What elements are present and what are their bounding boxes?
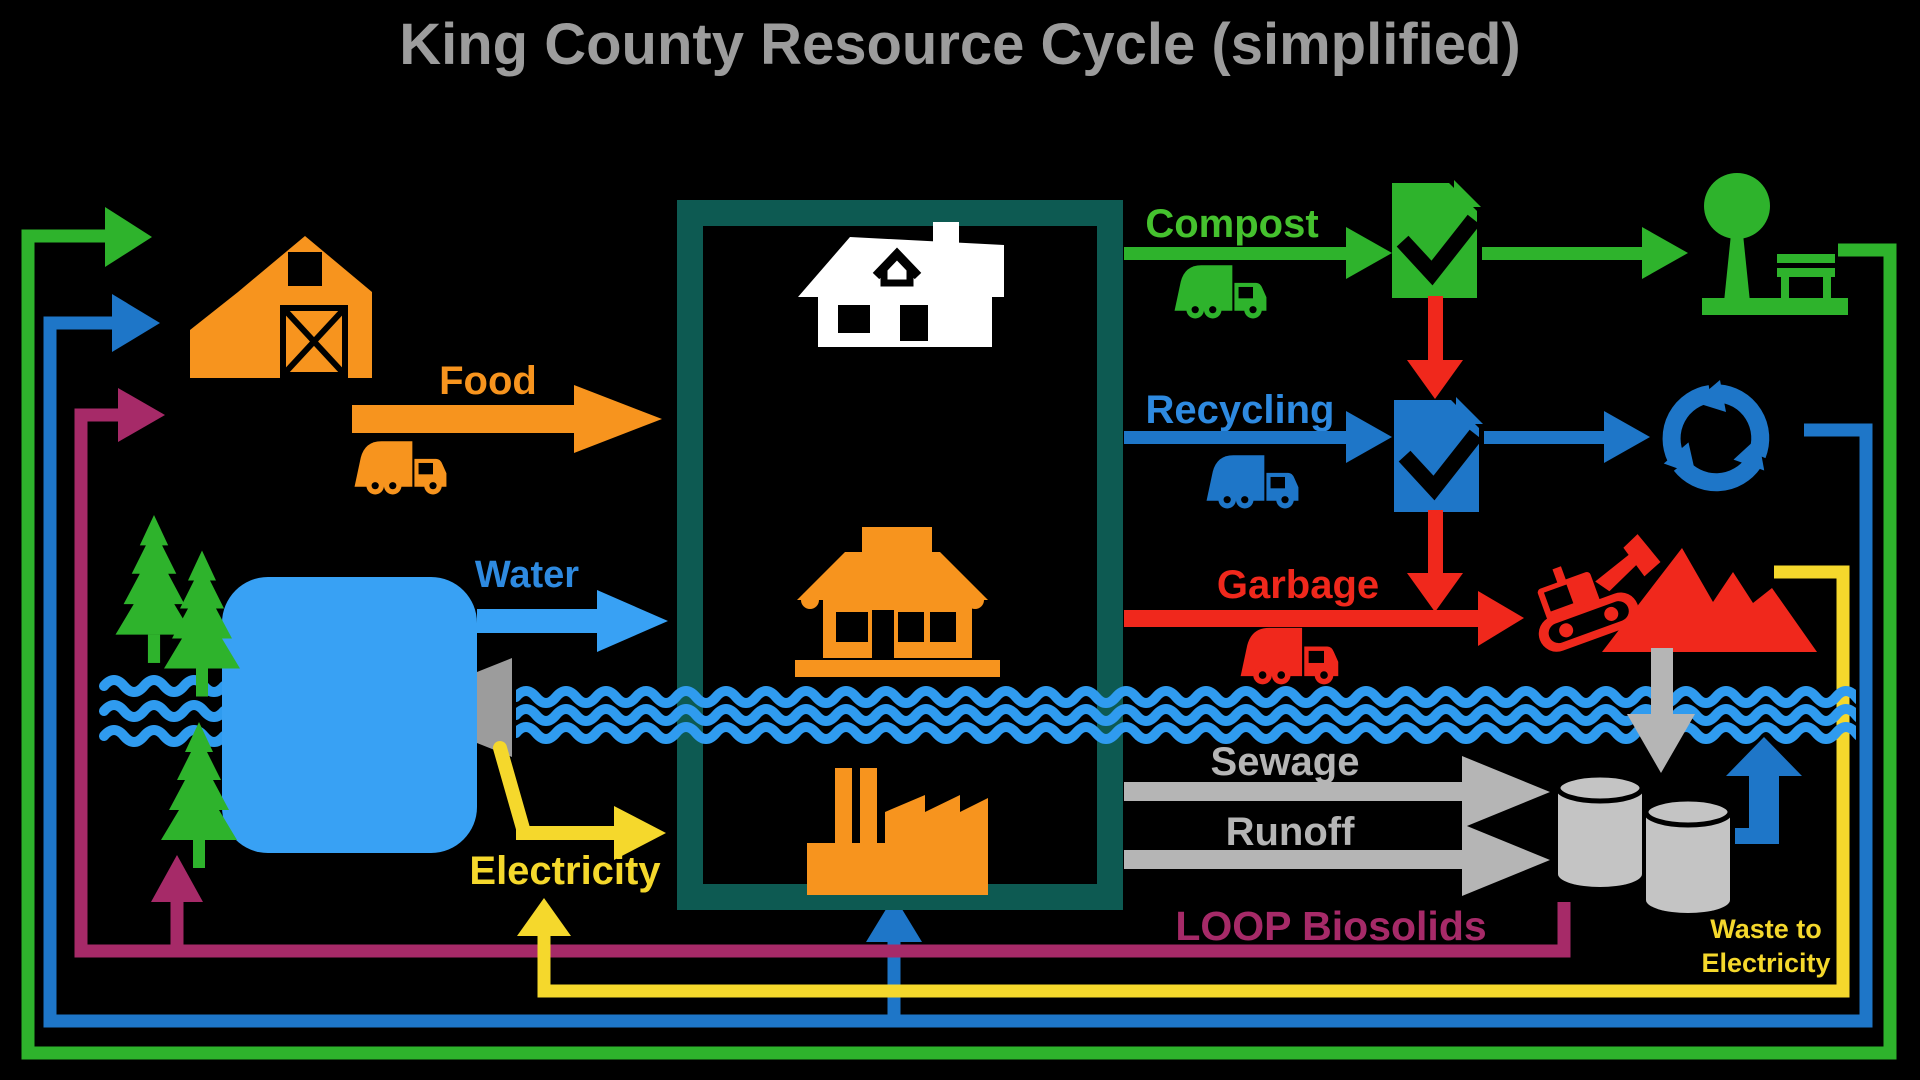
electricity-arrow	[493, 741, 666, 860]
house-icon	[798, 222, 1004, 347]
factory-icon	[807, 768, 988, 895]
compost-to-park-arrow	[1482, 227, 1688, 279]
sewage-arrow	[1124, 756, 1550, 828]
recycling-to-symbol-arrow	[1484, 411, 1650, 463]
electricity-label: Electricity	[469, 849, 661, 893]
bulldozer-icon	[1537, 534, 1661, 652]
garbage-arrow	[1124, 591, 1524, 646]
blue-arrowhead-to-farm	[112, 294, 160, 352]
lake-icon	[222, 577, 477, 853]
store-icon	[795, 527, 1000, 677]
landfill-mountain-icon	[1602, 548, 1817, 652]
sewage-label: Sewage	[1211, 740, 1360, 784]
water-arrow	[477, 590, 668, 652]
garbage-label: Garbage	[1217, 563, 1379, 607]
discharge-to-water-arrow	[1726, 737, 1802, 844]
purple-arrowhead-to-forest	[151, 855, 203, 902]
compost-certificate-icon	[1392, 180, 1481, 298]
city-boundary-box	[677, 200, 1123, 910]
compost-arrow	[1124, 227, 1392, 279]
box-truck-icon	[354, 441, 447, 495]
runoff-label: Runoff	[1226, 810, 1356, 854]
tanks-icon	[1555, 772, 1733, 913]
recycling-truck-icon	[1206, 455, 1299, 509]
waste-to-electricity-label-line2: Electricity	[1701, 948, 1830, 978]
compost-label: Compost	[1145, 202, 1318, 246]
garbage-truck-icon	[1240, 627, 1339, 685]
recycling-certificate-icon	[1394, 397, 1483, 512]
waste-to-electricity-label-line1: Waste to	[1710, 914, 1822, 944]
park-tree-bench-icon	[1702, 173, 1848, 315]
purple-arrowhead-to-farm	[118, 388, 165, 442]
recycling-arrow	[1124, 411, 1392, 463]
food-arrow	[352, 385, 662, 453]
loop-biosolids-label: LOOP Biosolids	[1175, 903, 1486, 949]
green-arrowhead-to-farm	[105, 207, 152, 267]
yellow-waste-to-electricity-line	[517, 565, 1850, 998]
river-waves-icon	[516, 691, 1920, 739]
compost-truck-icon	[1174, 265, 1267, 319]
water-label: Water	[475, 554, 579, 596]
runoff-arrow	[1124, 824, 1550, 896]
yellow-arrowhead-to-electricity-label	[517, 898, 571, 936]
purple-biosolids-loop-line	[74, 388, 1571, 958]
recycling-label: Recycling	[1146, 388, 1335, 432]
barn-icon	[190, 236, 372, 378]
recycle-symbol-icon	[1662, 380, 1770, 492]
green-outer-loop-line	[21, 207, 1897, 1060]
landfill-to-tanks-arrow	[1627, 648, 1695, 773]
blue-arrowhead-to-factory	[866, 896, 922, 942]
dam-icon	[477, 658, 512, 757]
diagram-title: King County Resource Cycle (simplified)	[399, 12, 1521, 77]
compost-reject-arrow	[1407, 296, 1463, 399]
recycling-reject-arrow	[1407, 510, 1463, 612]
food-label: Food	[439, 359, 537, 403]
blue-outer-loop-line	[43, 294, 1873, 1028]
